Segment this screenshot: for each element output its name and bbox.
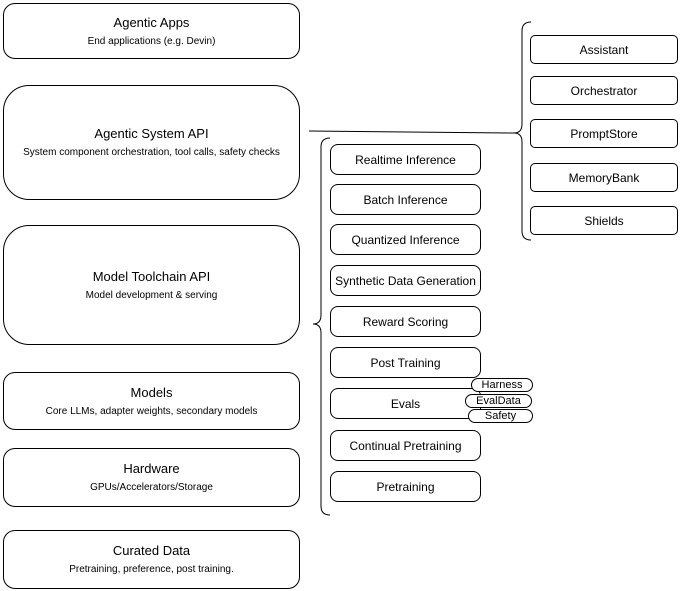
box-models: Models Core LLMs, adapter weights, secon…	[3, 372, 300, 430]
box-label: Post Training	[370, 355, 441, 370]
box-curated-data: Curated Data Pretraining, preference, po…	[3, 530, 300, 589]
box-quantized-inference: Quantized Inference	[330, 224, 481, 255]
box-hardware: Hardware GPUs/Accelerators/Storage	[3, 448, 300, 507]
middle-column-brace-icon	[312, 137, 331, 516]
pill-harness: Harness	[471, 378, 533, 392]
box-label: Reward Scoring	[362, 314, 449, 329]
box-synthetic-data-generation: Synthetic Data Generation	[330, 265, 481, 296]
box-label: Batch Inference	[363, 192, 448, 207]
right-column-brace-icon	[513, 21, 532, 241]
box-title: Models	[130, 384, 173, 400]
box-title: Hardware	[123, 461, 180, 476]
box-label: Quantized Inference	[351, 232, 460, 247]
box-label: Shields	[584, 213, 624, 228]
box-label: Evals	[390, 396, 421, 411]
pill-label: Safety	[484, 410, 517, 422]
box-batch-inference: Batch Inference	[330, 184, 481, 215]
box-label: Assistant	[579, 42, 629, 57]
box-pretraining: Pretraining	[330, 471, 481, 502]
box-title: Model Toolchain API	[92, 268, 211, 284]
pill-label: EvalData	[476, 395, 521, 407]
box-label: Realtime Inference	[355, 152, 456, 167]
box-label: Orchestrator	[570, 83, 638, 98]
box-post-training: Post Training	[330, 347, 481, 378]
box-subtitle: Model development & serving	[85, 289, 218, 301]
box-model-toolchain-api: Model Toolchain API Model development & …	[3, 225, 300, 345]
box-memorybank: MemoryBank	[530, 163, 678, 192]
box-title: Agentic System API	[94, 126, 209, 141]
box-agentic-apps: Agentic Apps End applications (e.g. Devi…	[3, 3, 300, 59]
box-assistant: Assistant	[530, 35, 678, 64]
box-subtitle: GPUs/Accelerators/Storage	[90, 482, 213, 493]
box-label: PromptStore	[570, 126, 638, 141]
connector-line-system-api-to-right-group	[308, 130, 515, 134]
box-evals: Evals	[330, 388, 481, 419]
box-title: Agentic Apps	[113, 14, 190, 30]
box-shields: Shields	[530, 206, 678, 235]
box-label: Pretraining	[376, 479, 435, 494]
box-label: MemoryBank	[568, 170, 640, 185]
pill-label: Harness	[481, 379, 523, 391]
pill-evaldata: EvalData	[465, 394, 532, 408]
pill-safety: Safety	[468, 409, 533, 423]
box-promptstore: PromptStore	[530, 119, 678, 148]
box-subtitle: System component orchestration, tool cal…	[23, 147, 280, 158]
box-subtitle: Core LLMs, adapter weights, secondary mo…	[45, 405, 258, 417]
box-subtitle: End applications (e.g. Devin)	[87, 35, 216, 47]
box-orchestrator: Orchestrator	[530, 76, 678, 105]
box-title: Curated Data	[112, 543, 191, 558]
box-realtime-inference: Realtime Inference	[330, 144, 481, 175]
box-subtitle: Pretraining, preference, post training.	[69, 564, 234, 575]
box-continual-pretraining: Continual Pretraining	[330, 430, 481, 461]
box-label: Synthetic Data Generation	[335, 273, 476, 288]
box-agentic-system-api: Agentic System API System component orch…	[3, 85, 300, 200]
box-reward-scoring: Reward Scoring	[330, 306, 481, 337]
box-label: Continual Pretraining	[349, 438, 462, 453]
